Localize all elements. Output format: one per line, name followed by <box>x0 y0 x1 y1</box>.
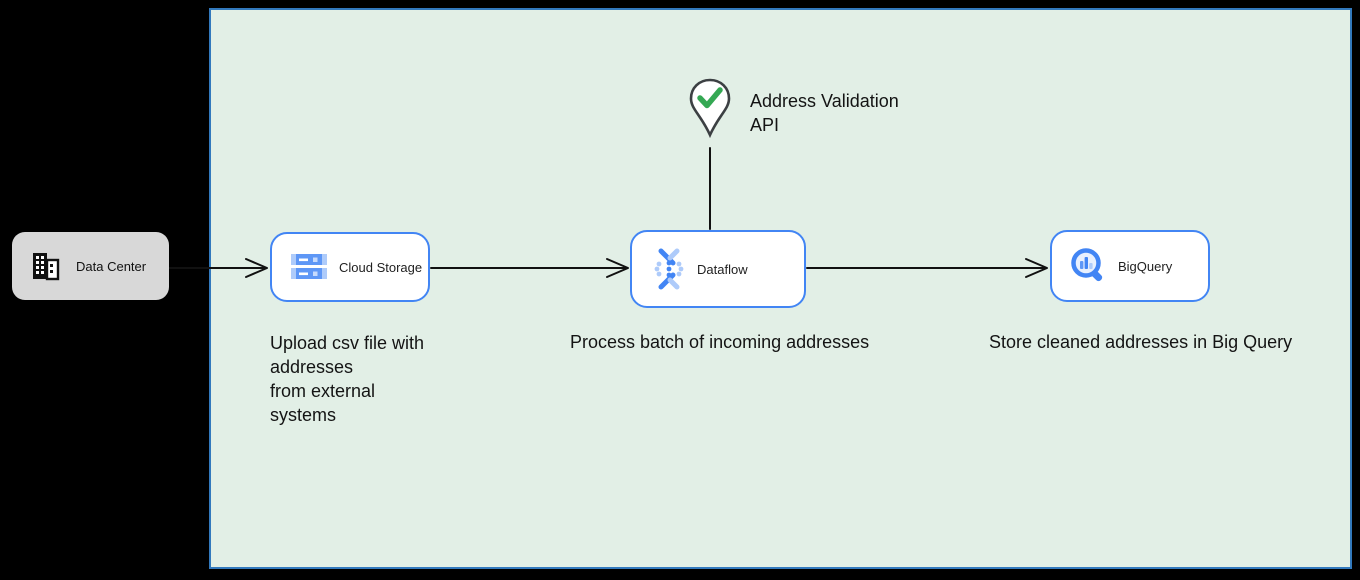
node-data-center: Data Center <box>12 232 169 300</box>
node-dataflow: Dataflow <box>630 230 806 308</box>
node-bigquery-label: BigQuery <box>1118 258 1173 274</box>
node-cloud-storage: Cloud Storage <box>270 232 430 302</box>
map-pin-check-icon <box>687 77 733 146</box>
caption-address-validation-api: Address Validation API <box>750 91 899 135</box>
node-dataflow-label: Dataflow <box>697 261 748 277</box>
cloud-storage-icon <box>291 253 327 281</box>
caption-process-batch: Process batch of incoming addresses <box>570 332 870 352</box>
caption-store-cleaned: Store cleaned addresses in Big Query <box>989 332 1293 352</box>
node-cloud-storage-label: Cloud Storage <box>339 259 423 275</box>
dataflow-icon <box>651 248 687 290</box>
node-bigquery: BigQuery <box>1050 230 1210 302</box>
bigquery-icon <box>1070 247 1108 285</box>
caption-upload-csv: Upload csv file with addresses from exte… <box>270 333 425 425</box>
office-building-icon <box>29 250 61 282</box>
node-data-center-label: Data Center <box>76 258 147 274</box>
